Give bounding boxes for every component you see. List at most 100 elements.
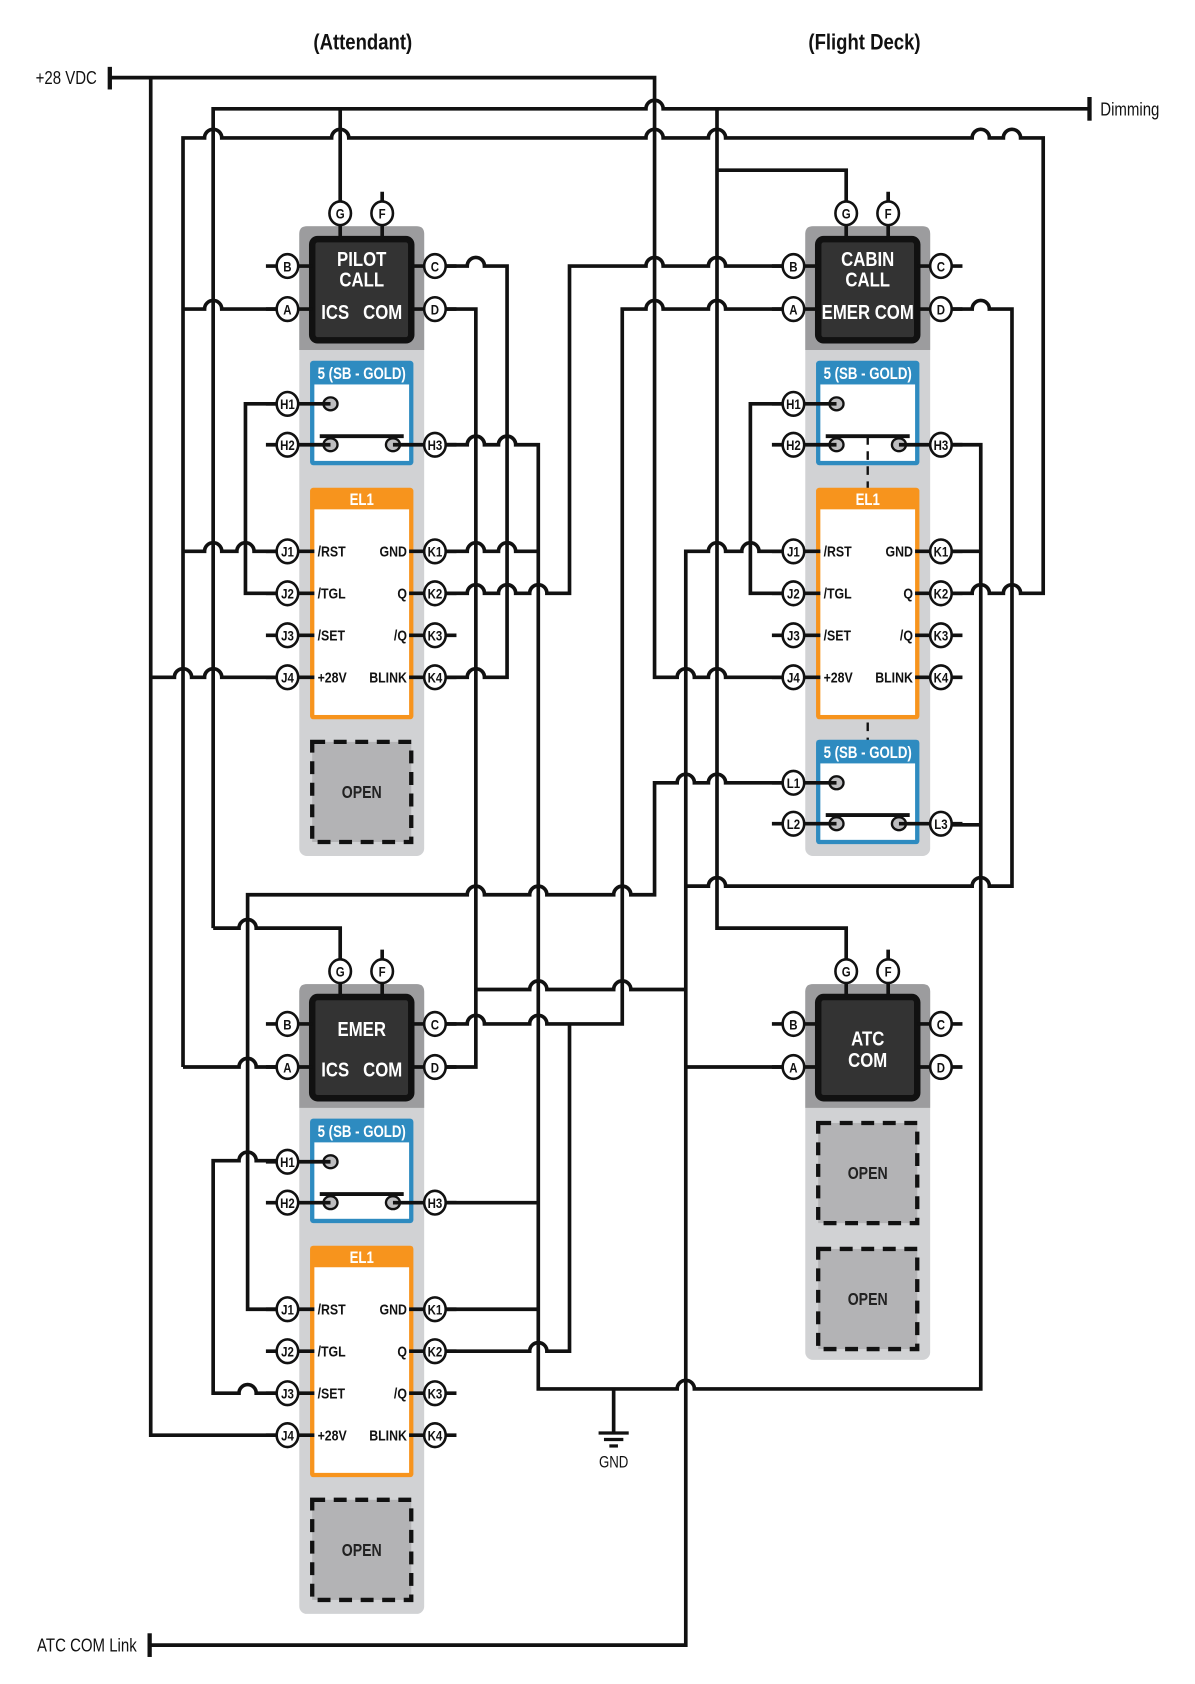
pin-circle (781, 622, 806, 649)
el1-left-label: /SET (824, 628, 852, 644)
pin-circle (370, 958, 395, 985)
cap-label: EMER COM (822, 300, 914, 323)
pin-circle (275, 390, 300, 417)
pin-circle (275, 664, 300, 691)
pin-a: A (275, 295, 300, 323)
pin-label: F (379, 206, 386, 222)
el1-right-label: GND (886, 544, 913, 560)
pin-label: L2 (787, 816, 800, 832)
el1-right-label: /Q (394, 1385, 407, 1401)
pin-f: F (370, 200, 395, 227)
pin-g: G (834, 958, 859, 985)
pin-label: H1 (280, 1154, 295, 1170)
pin-h2: H2 (275, 1189, 300, 1216)
wire-28vdc-emer-j4 (148, 77, 288, 1438)
pin-circle (928, 295, 953, 323)
pin-circle (275, 1338, 300, 1365)
pin-d: D (928, 295, 953, 323)
pin-a: A (275, 1053, 300, 1081)
pin-circle (328, 200, 353, 227)
cap-label: ICS COM (321, 300, 402, 323)
pin-label: C (937, 258, 945, 274)
pin-circle (370, 200, 395, 227)
wire-cabin-l1-emer-j1 (245, 772, 794, 1312)
wire-28vdc (109, 75, 794, 680)
pin-j1: J1 (781, 538, 806, 565)
pin-label: L3 (934, 816, 947, 832)
pin-k4: K4 (928, 664, 953, 691)
pin-h2: H2 (275, 431, 300, 458)
pin-f: F (876, 200, 901, 227)
pin-label: H2 (280, 1195, 295, 1211)
el1-left-label: /SET (318, 1385, 346, 1401)
pin-circle (275, 431, 300, 458)
pin-label: K2 (428, 1343, 443, 1359)
wire-emer-k2 (434, 1023, 572, 1354)
pin-label: K1 (934, 544, 949, 560)
cap-label: CABIN (841, 247, 894, 270)
el1-title: EL1 (856, 492, 880, 509)
pin-h3: H3 (422, 431, 447, 458)
pin-c: C (928, 252, 953, 280)
pin-label: K2 (934, 586, 949, 602)
pin-label: B (789, 258, 797, 274)
pin-a: A (781, 295, 806, 323)
wire-cabin-d (685, 298, 1014, 888)
pin-k3: K3 (422, 1380, 447, 1407)
pin-b: B (275, 252, 300, 280)
open-slot (816, 1246, 920, 1352)
pin-label: G (336, 963, 345, 979)
pin-label: B (283, 258, 291, 274)
el1-left-label: +28V (318, 1427, 348, 1443)
wire-dimming-atc-g (715, 108, 849, 972)
pin-circle (275, 1010, 300, 1038)
el1-title: EL1 (350, 492, 374, 509)
pin-label: A (789, 1059, 797, 1075)
pin-label: K4 (934, 670, 949, 686)
pin-label: J3 (281, 1385, 294, 1401)
open-slot (310, 1497, 414, 1603)
dimming-label: Dimming (1100, 99, 1159, 120)
pin-j1: J1 (275, 538, 300, 565)
pin-label: F (885, 963, 892, 979)
pin-j2: J2 (781, 580, 806, 607)
pin-circle (275, 1422, 300, 1449)
wire-pilot-k1 (434, 540, 539, 554)
pin-label: J4 (281, 1427, 295, 1443)
el1-left-label: /TGL (318, 586, 346, 602)
gnd-label: GND (599, 1454, 628, 1471)
pin-label: J1 (787, 544, 800, 560)
ground-icon (598, 1431, 629, 1448)
pin-label: H2 (786, 437, 801, 453)
pin-circle (928, 1053, 953, 1081)
switch-title: 5 (SB - GOLD) (318, 1124, 406, 1141)
pin-circle (781, 1010, 806, 1038)
pin-circle (781, 252, 806, 280)
pin-label: K3 (934, 628, 949, 644)
wire-28vdc-pilot-j4 (150, 666, 288, 680)
el1-left-label: /RST (318, 544, 347, 560)
pin-d: D (422, 295, 447, 323)
el1-left-label: /TGL (824, 586, 852, 602)
cap-label: CALL (845, 268, 890, 291)
wire-emer-a (183, 1056, 288, 1069)
wire-dimming (211, 98, 1090, 929)
cap-label: EMER (338, 1017, 387, 1040)
open-label: OPEN (848, 1165, 888, 1184)
switch-title: 5 (SB - GOLD) (824, 366, 912, 383)
el1-body (314, 509, 410, 715)
pin-label: B (283, 1016, 291, 1032)
pin-circle (422, 1380, 447, 1407)
pin-label: J2 (281, 1343, 294, 1359)
switch-cap (814, 235, 921, 344)
wire-dimming-cabin-g (717, 168, 849, 214)
pin-circle (834, 958, 859, 985)
el1-right-label: GND (380, 1301, 407, 1317)
open-slot (310, 739, 414, 845)
pin-label: K3 (428, 628, 443, 644)
el1-left-label: /RST (824, 544, 853, 560)
